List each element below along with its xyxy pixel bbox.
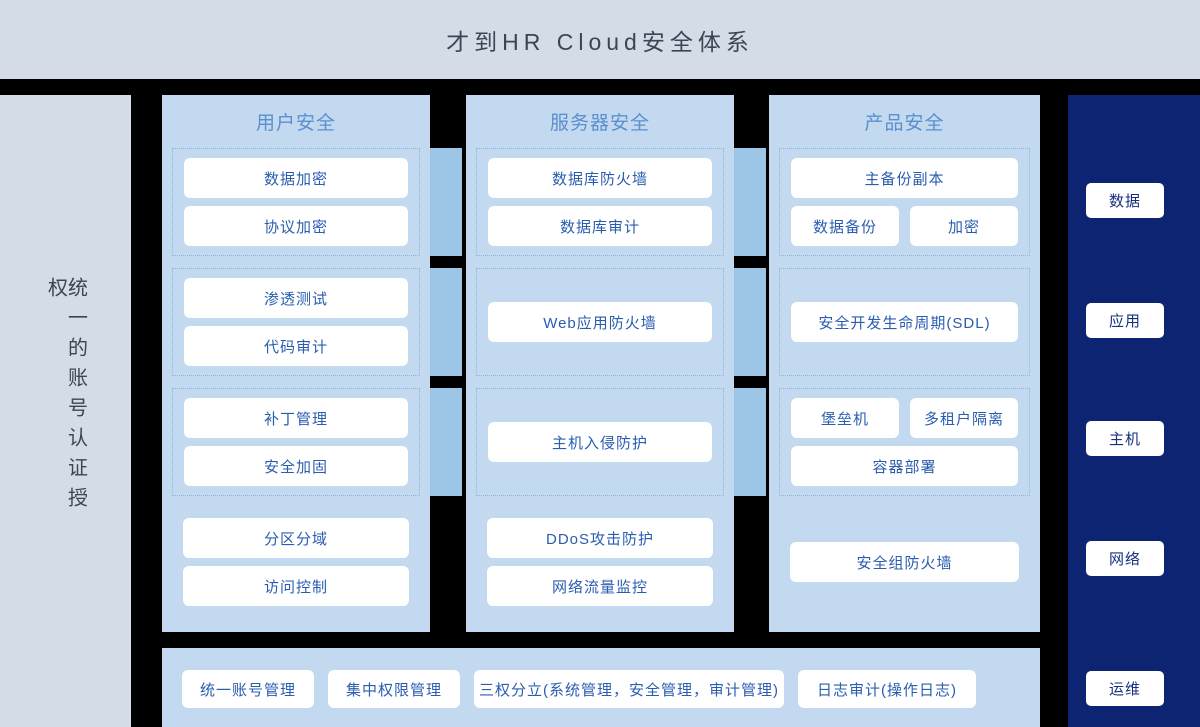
control-card[interactable]: 补丁管理 <box>184 398 408 438</box>
card-stack: 数据库防火墙数据库审计 <box>488 149 712 255</box>
operations-card[interactable]: 三权分立(系统管理，安全管理，审计管理) <box>474 670 784 708</box>
control-card[interactable]: 访问控制 <box>183 566 409 606</box>
group-product-security-host-layer: 堡垒机多租户隔离容器部署 <box>779 388 1030 496</box>
control-card[interactable]: 数据库审计 <box>488 206 712 246</box>
control-card[interactable]: 堡垒机 <box>791 398 899 438</box>
control-card[interactable]: Web应用防火墙 <box>488 302 712 342</box>
group-user-security-data-layer: 数据加密协议加密 <box>172 148 420 256</box>
column-user-security: 用户安全数据加密协议加密渗透测试代码审计补丁管理安全加固分区分域访问控制 <box>162 95 430 632</box>
layer-connector <box>430 388 462 496</box>
control-card[interactable]: 协议加密 <box>184 206 408 246</box>
left-identity-panel: 统一的账号认证授权 <box>0 95 131 727</box>
layer-connector <box>734 388 766 496</box>
card-stack: 渗透测试代码审计 <box>184 269 408 375</box>
control-card[interactable]: 渗透测试 <box>184 278 408 318</box>
control-card-row: 数据备份加密 <box>791 206 1018 246</box>
control-card[interactable]: 主备份副本 <box>791 158 1018 198</box>
operations-card[interactable]: 统一账号管理 <box>182 670 314 708</box>
column-server-security: 服务器安全数据库防火墙数据库审计 Web应用防火墙主机入侵防护 DDoS攻击防护网络… <box>466 95 734 632</box>
layer-badge-3[interactable]: 网络 <box>1086 541 1164 576</box>
group-product-security-application-layer: 安全开发生命周期(SDL) <box>779 268 1030 376</box>
control-card[interactable]: 容器部署 <box>791 446 1018 486</box>
group-user-security-application-layer: 渗透测试代码审计 <box>172 268 420 376</box>
left-identity-panel-label: 统一的账号认证授权 <box>44 277 87 517</box>
card-stack: 分区分域访问控制 <box>183 508 409 616</box>
control-card[interactable]: 安全组防火墙 <box>790 542 1019 582</box>
control-card[interactable]: 代码审计 <box>184 326 408 366</box>
control-card-row: 堡垒机多租户隔离 <box>791 398 1018 438</box>
page-header: 才到HR Cloud安全体系 <box>0 0 1200 79</box>
layer-badge-1[interactable]: 应用 <box>1086 303 1164 338</box>
operations-card[interactable]: 日志审计(操作日志) <box>798 670 976 708</box>
operations-card[interactable]: 集中权限管理 <box>328 670 460 708</box>
card-stack: 补丁管理安全加固 <box>184 389 408 495</box>
card-stack: 数据加密协议加密 <box>184 149 408 255</box>
group-product-security-network-layer: 安全组防火墙 <box>779 508 1030 616</box>
layer-connector <box>430 268 462 376</box>
group-product-security-data-layer: 主备份副本数据备份加密 <box>779 148 1030 256</box>
layer-badge-4[interactable]: 运维 <box>1086 671 1164 706</box>
control-card[interactable]: 加密 <box>910 206 1018 246</box>
layer-badge-0[interactable]: 数据 <box>1086 183 1164 218</box>
column-title-product-security: 产品安全 <box>864 112 945 134</box>
control-card[interactable]: 安全加固 <box>184 446 408 486</box>
control-card[interactable]: 网络流量监控 <box>487 566 713 606</box>
layer-connector <box>430 148 462 256</box>
card-stack: 主备份副本数据备份加密 <box>791 149 1018 255</box>
group-server-security-data-layer: 数据库防火墙数据库审计 <box>476 148 724 256</box>
layer-badge-2[interactable]: 主机 <box>1086 421 1164 456</box>
control-card[interactable]: 数据库防火墙 <box>488 158 712 198</box>
column-title-user-security: 用户安全 <box>255 112 336 134</box>
card-stack: Web应用防火墙 <box>488 269 712 375</box>
control-card[interactable]: DDoS攻击防护 <box>487 518 713 558</box>
control-card[interactable]: 多租户隔离 <box>910 398 1018 438</box>
card-stack: 堡垒机多租户隔离容器部署 <box>791 389 1018 495</box>
group-server-security-host-layer: 主机入侵防护 <box>476 388 724 496</box>
card-stack: 主机入侵防护 <box>488 389 712 495</box>
group-server-security-application-layer: Web应用防火墙 <box>476 268 724 376</box>
control-card[interactable]: 数据备份 <box>791 206 899 246</box>
page-title: 才到HR Cloud安全体系 <box>446 28 754 55</box>
layer-legend-panel: 数据应用主机网络运维 <box>1068 95 1200 727</box>
card-stack: 安全组防火墙 <box>790 508 1019 616</box>
card-stack: 安全开发生命周期(SDL) <box>791 269 1018 375</box>
column-title-server-security: 服务器安全 <box>549 112 650 134</box>
layer-connector <box>734 148 766 256</box>
group-server-security-network-layer: DDoS攻击防护网络流量监控 <box>476 508 724 616</box>
operations-bar: 统一账号管理集中权限管理三权分立(系统管理，安全管理，审计管理) 日志审计(操作日… <box>162 648 1040 727</box>
card-stack: DDoS攻击防护网络流量监控 <box>487 508 713 616</box>
group-user-security-host-layer: 补丁管理安全加固 <box>172 388 420 496</box>
control-card[interactable]: 数据加密 <box>184 158 408 198</box>
operations-card-list: 统一账号管理集中权限管理三权分立(系统管理，安全管理，审计管理) 日志审计(操作日… <box>182 670 976 708</box>
column-product-security: 产品安全主备份副本数据备份加密安全开发生命周期(SDL)堡垒机多租户隔离容器部署… <box>769 95 1040 632</box>
control-card[interactable]: 分区分域 <box>183 518 409 558</box>
group-user-security-network-layer: 分区分域访问控制 <box>172 508 420 616</box>
layer-connector <box>734 268 766 376</box>
control-card[interactable]: 安全开发生命周期(SDL) <box>791 302 1018 342</box>
control-card[interactable]: 主机入侵防护 <box>488 422 712 462</box>
